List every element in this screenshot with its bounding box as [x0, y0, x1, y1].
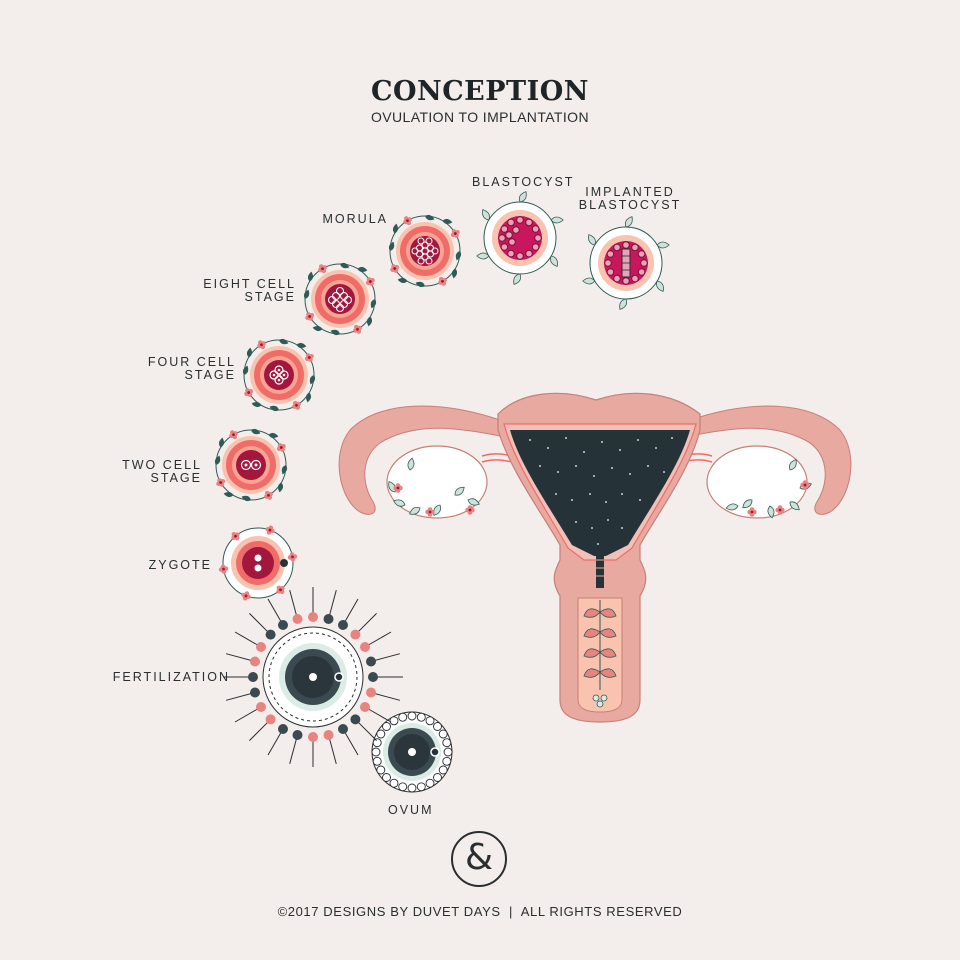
- blastocyst-cell: [476, 189, 564, 287]
- page-title: CONCEPTION: [371, 76, 589, 107]
- four-cell-stage: [242, 338, 317, 413]
- ovum-cell: [371, 711, 453, 793]
- morula-cell: [388, 214, 463, 289]
- page-subtitle: OVULATION TO IMPLANTATION: [371, 109, 589, 125]
- label-zygote: ZYGOTE: [148, 558, 212, 572]
- label-four-cell: FOUR CELL STAGE: [147, 355, 236, 382]
- two-cell-stage: [214, 428, 289, 503]
- ampersand-icon: &: [451, 831, 507, 887]
- zygote-cell: [217, 523, 299, 603]
- footer-copyright: ©2017 DESIGNS BY DUVET DAYS | ALL RIGHTS…: [277, 904, 683, 919]
- uterus-illustration: [338, 392, 852, 723]
- label-ovum: OVUM: [388, 803, 434, 817]
- eight-cell-stage: [303, 262, 378, 337]
- fertilization-cell: [223, 587, 403, 767]
- implanted-blastocyst-cell: [582, 214, 670, 312]
- label-two-cell: TWO CELL STAGE: [122, 458, 202, 485]
- label-implanted-blastocyst: IMPLANTED BLASTOCYST: [578, 185, 682, 212]
- label-fertilization: FERTILIZATION: [112, 670, 230, 684]
- label-blastocyst: BLASTOCYST: [472, 175, 575, 189]
- label-morula: MORULA: [322, 212, 388, 226]
- label-eight-cell: EIGHT CELL STAGE: [203, 277, 296, 304]
